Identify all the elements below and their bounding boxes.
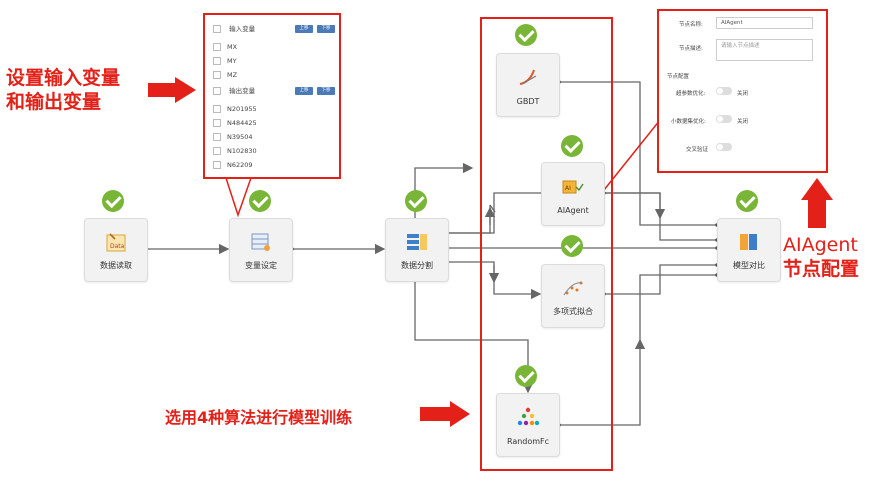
node-data-split[interactable]: 数据分割 — [385, 218, 449, 282]
random-forest-icon — [516, 406, 540, 428]
var-name: N484425 — [227, 119, 257, 127]
node-label: RandomFc — [506, 437, 550, 446]
node-randomfc[interactable]: RandomFc — [496, 393, 560, 457]
input-var-header-row: 输入变量 上移 下移 — [213, 22, 335, 36]
cross-validation-toggle[interactable] — [716, 143, 732, 151]
small-data-opt-label: 小数据集优化: — [671, 119, 706, 125]
node-desc-label: 节点描述: — [679, 46, 703, 52]
node-label: 多项式拟合 — [553, 307, 593, 316]
compare-book-icon — [737, 231, 761, 253]
select-all-checkbox[interactable] — [213, 25, 221, 33]
annotation-line: AIAgent — [783, 234, 858, 256]
polyfit-icon — [561, 277, 585, 299]
status-check-icon — [736, 190, 758, 212]
status-check-icon — [249, 190, 271, 212]
annotation-aiagent-config: AIAgent 节点配置 — [783, 233, 859, 281]
small-data-opt-state: 关闭 — [737, 119, 749, 125]
select-all-checkbox[interactable] — [213, 87, 221, 95]
move-up-button[interactable]: 上移 — [295, 87, 313, 95]
data-file-icon: Data — [104, 231, 128, 253]
input-var-header: 输入变量 — [229, 25, 256, 33]
annotation-line: 和输出变量 — [6, 91, 102, 113]
output-var-header: 输出变量 — [229, 87, 256, 95]
aiagent-config-panel: 节点名称: AIAgent 节点描述: 请输入节点描述 节点配置 超参数优化: … — [657, 9, 828, 173]
gbdt-icon — [516, 66, 540, 88]
var-item[interactable]: MY — [213, 54, 333, 68]
annotation-line: 节点配置 — [783, 258, 860, 280]
node-desc-textarea[interactable]: 请输入节点描述 — [716, 39, 813, 61]
node-var-set[interactable]: 变量设定 — [229, 218, 293, 282]
var-item[interactable]: MZ — [213, 68, 333, 82]
var-checkbox[interactable] — [213, 161, 221, 169]
var-item[interactable]: N484425 — [213, 116, 333, 130]
node-name-input[interactable]: AIAgent — [716, 17, 813, 29]
node-label: GBDT — [516, 97, 540, 106]
node-label: 模型对比 — [733, 261, 765, 270]
var-item[interactable]: N39504 — [213, 130, 333, 144]
hyperparam-opt-toggle[interactable] — [716, 87, 732, 95]
table-settings-icon — [249, 231, 273, 253]
var-item[interactable]: N201955 — [213, 102, 333, 116]
var-item[interactable]: N102830 — [213, 144, 333, 158]
var-checkbox[interactable] — [213, 119, 221, 127]
annotation-line: 设置输入变量 — [6, 67, 121, 89]
node-polyfit[interactable]: 多项式拟合 — [541, 264, 605, 328]
hyperparam-opt-state: 关闭 — [737, 91, 749, 97]
var-name: MZ — [227, 71, 238, 79]
var-checkbox[interactable] — [213, 133, 221, 141]
small-data-opt-toggle[interactable] — [716, 115, 732, 123]
var-checkbox[interactable] — [213, 147, 221, 155]
var-name: N102830 — [227, 147, 257, 155]
var-item[interactable]: MX — [213, 40, 333, 54]
cross-validation-label: 交叉验证 — [686, 147, 709, 153]
node-name-label: 节点名称: — [679, 22, 703, 28]
move-up-button[interactable]: 上移 — [295, 25, 313, 33]
var-name: N62209 — [227, 161, 253, 169]
node-label: 变量设定 — [245, 261, 277, 270]
var-item[interactable]: N62209 — [213, 158, 333, 172]
split-table-icon — [405, 231, 429, 253]
var-name: N39504 — [227, 133, 253, 141]
status-check-icon — [561, 235, 583, 257]
var-checkbox[interactable] — [213, 71, 221, 79]
config-section-title: 节点配置 — [667, 74, 690, 80]
var-name: N201955 — [227, 105, 257, 113]
node-label: AIAgent — [557, 206, 589, 215]
svg-text:AI: AI — [565, 185, 571, 192]
node-label: 数据分割 — [401, 261, 433, 270]
status-check-icon — [102, 190, 124, 212]
status-check-icon — [405, 190, 427, 212]
node-gbdt[interactable]: GBDT — [496, 53, 560, 117]
node-aiagent[interactable]: AI AIAgent — [541, 162, 605, 226]
annotation-set-vars: 设置输入变量 和输出变量 — [6, 66, 120, 114]
node-label: 数据读取 — [100, 261, 132, 270]
data-badge-text: Data — [110, 243, 125, 250]
algorithm-group-box — [480, 17, 613, 471]
node-data-read[interactable]: Data 数据读取 — [84, 218, 148, 282]
status-check-icon — [515, 365, 537, 387]
node-model-compare[interactable]: 模型对比 — [717, 218, 781, 282]
var-checkbox[interactable] — [213, 43, 221, 51]
var-checkbox[interactable] — [213, 57, 221, 65]
variable-panel: 输入变量 上移 下移 MX MY MZ 输出变量 上移 下移 N201955 N… — [203, 13, 341, 179]
var-name: MY — [227, 57, 237, 65]
output-var-header-row: 输出变量 上移 下移 — [213, 84, 335, 98]
annotation-algorithms: 选用4种算法进行模型训练 — [165, 408, 353, 427]
status-check-icon — [515, 24, 537, 46]
hyperparam-opt-label: 超参数优化: — [676, 91, 706, 97]
aiagent-icon: AI — [561, 175, 585, 197]
status-check-icon — [561, 135, 583, 157]
move-down-button[interactable]: 下移 — [317, 25, 335, 33]
var-checkbox[interactable] — [213, 105, 221, 113]
move-down-button[interactable]: 下移 — [317, 87, 335, 95]
var-name: MX — [227, 43, 238, 51]
